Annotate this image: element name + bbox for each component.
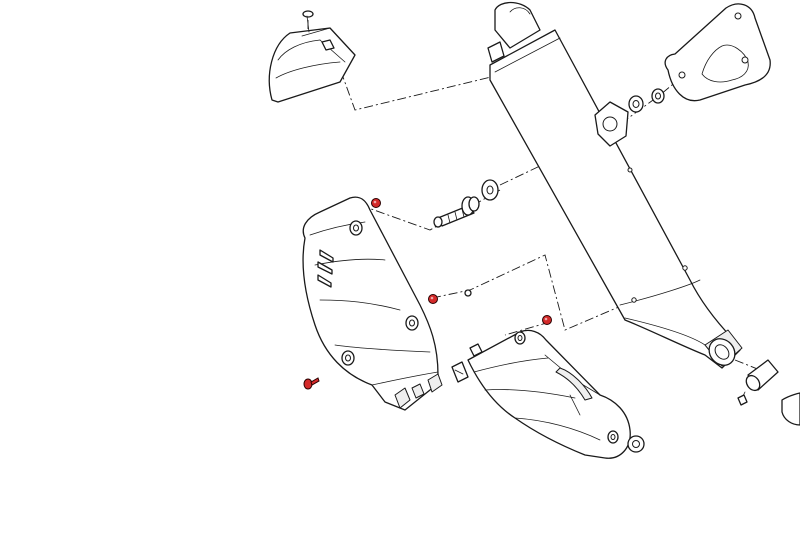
rubber-grommet <box>461 196 480 216</box>
end-cap-screw <box>302 10 314 33</box>
highlighted-screw <box>303 377 320 390</box>
washer <box>481 179 499 201</box>
edge-part <box>781 392 800 426</box>
end-cap <box>268 27 356 103</box>
highlighted-fasteners <box>303 198 552 390</box>
outlet-clamp <box>737 359 779 406</box>
small-washer <box>464 289 472 297</box>
highlighted-screw <box>542 315 552 325</box>
muffler-body <box>487 1 743 369</box>
highlighted-screw <box>428 294 438 304</box>
shield-clip <box>451 361 469 383</box>
mounting-bracket <box>664 3 771 102</box>
shield-nut <box>627 435 645 453</box>
heat-shield-small <box>467 329 631 459</box>
highlighted-screw <box>371 198 381 208</box>
end-cap-nut <box>321 39 335 51</box>
bracket-washers <box>628 88 665 113</box>
heat-shield-large <box>302 196 443 411</box>
